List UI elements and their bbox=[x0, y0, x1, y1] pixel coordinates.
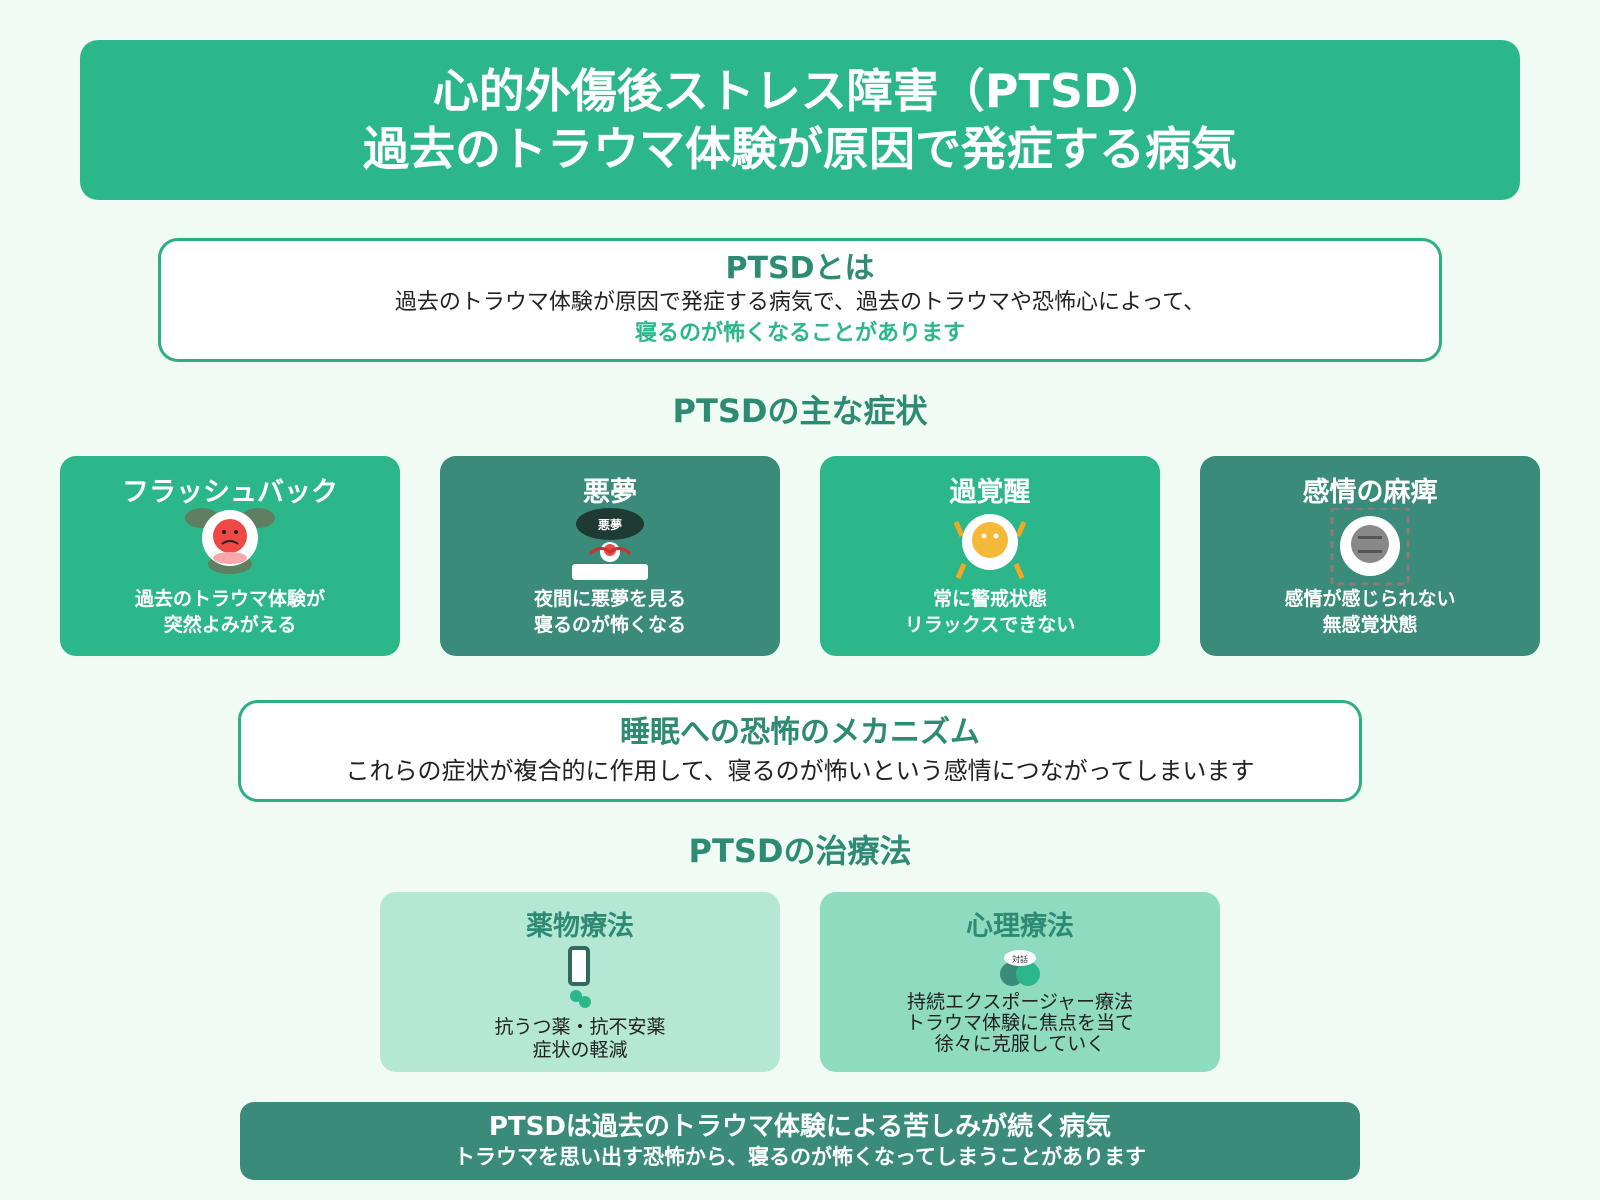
dialogue-icon-label: 対話 bbox=[1012, 954, 1028, 964]
symptom-line2: 無感覚状態 bbox=[1322, 614, 1418, 636]
dialogue-icon: 対話 bbox=[1000, 950, 1040, 986]
mechanism-text: これらの症状が複合的に作用して、寝るのが怖いという感情につながってしまいます bbox=[345, 757, 1255, 785]
symptom-title: 悪夢 bbox=[583, 477, 637, 508]
intro-box: PTSDとは 過去のトラウマ体験が原因で発症する病気で、過去のトラウマや恐怖心に… bbox=[158, 238, 1442, 362]
mechanism-heading: 睡眠への恐怖のメカニズム bbox=[620, 715, 980, 750]
symptom-line1: 夜間に悪夢を見る bbox=[533, 588, 686, 610]
summary-line2: トラウマを思い出す恐怖から、寝るのが怖くなってしまうことがあります bbox=[454, 1145, 1146, 1169]
intro-heading: PTSDとは bbox=[725, 251, 875, 286]
mechanism-box: 睡眠への恐怖のメカニズム これらの症状が複合的に作用して、寝るのが怖いという感情… bbox=[238, 700, 1362, 802]
treatment-card-psychotherapy: 心理療法 対話 持続エクスポージャー療法 トラウマ体験に焦点を当て 徐々に克服し… bbox=[820, 892, 1220, 1072]
treatment-line: 抗うつ薬・抗不安薬 bbox=[494, 1016, 666, 1038]
symptom-description: 常に警戒状態 リラックスできない bbox=[820, 586, 1160, 638]
symptom-card-nightmare: 悪夢 悪夢 夜間に悪夢を見る 寝るのが怖くなる bbox=[440, 456, 780, 656]
treatment-title: 心理療法 bbox=[966, 911, 1074, 942]
treatment-card-medication: 薬物療法 抗うつ薬・抗不安薬 症状の軽減 bbox=[380, 892, 780, 1072]
blank-face-icon bbox=[1330, 508, 1410, 586]
symptom-title: 感情の麻痺 bbox=[1302, 477, 1438, 508]
summary-banner: PTSDは過去のトラウマ体験による苦しみが続く病気 トラウマを思い出す恐怖から、… bbox=[240, 1102, 1360, 1180]
intro-highlight: 寝るのが怖くなることがあります bbox=[634, 321, 965, 346]
treatment-description: 持続エクスポージャー療法 トラウマ体験に焦点を当て 徐々に克服していく bbox=[820, 992, 1220, 1055]
title-banner: 心的外傷後ストレス障害（PTSD） 過去のトラウマ体験が原因で発症する病気 bbox=[80, 40, 1520, 200]
sad-face-icon bbox=[185, 508, 275, 574]
treatment-line: 症状の軽減 bbox=[532, 1039, 628, 1061]
symptom-description: 過去のトラウマ体験が 突然よみがえる bbox=[60, 586, 400, 638]
symptom-card-hyperarousal: 過覚醒 常に警戒状態 リラックスできない bbox=[820, 456, 1160, 656]
page-title-line1: 心的外傷後ストレス障害（PTSD） bbox=[432, 64, 1168, 118]
treatment-line: 持続エクスポージャー療法 bbox=[906, 991, 1134, 1013]
symptom-card-emotional-numbing: 感情の麻痺 感情が感じられない 無感覚状態 bbox=[1200, 456, 1540, 656]
treatment-title: 薬物療法 bbox=[526, 911, 634, 942]
symptom-line1: 感情が感じられない bbox=[1284, 588, 1456, 610]
treatment-line: トラウマ体験に焦点を当て bbox=[905, 1012, 1134, 1034]
symptoms-title: PTSDの主な症状 bbox=[672, 392, 928, 430]
intro-text: 過去のトラウマ体験が原因で発症する病気で、過去のトラウマや恐怖心によって、 bbox=[394, 290, 1206, 315]
symptom-line2: 突然よみがえる bbox=[163, 614, 297, 636]
symptom-title: 過覚醒 bbox=[949, 477, 1031, 508]
alert-face-icon bbox=[953, 514, 1027, 579]
symptom-line1: 常に警戒状態 bbox=[932, 588, 1047, 610]
treatment-line: 徐々に克服していく bbox=[934, 1033, 1106, 1055]
summary-line1: PTSDは過去のトラウマ体験による苦しみが続く病気 bbox=[488, 1112, 1112, 1142]
treatments-title: PTSDの治療法 bbox=[688, 832, 912, 870]
symptom-line2: 寝るのが怖くなる bbox=[533, 614, 686, 636]
medicine-icon bbox=[568, 946, 591, 1008]
symptom-title: フラッシュバック bbox=[122, 477, 338, 508]
symptom-card-flashback: フラッシュバック 過去のトラウマ体験が 突然よみがえる bbox=[60, 456, 400, 656]
nightmare-icon-label: 悪夢 bbox=[598, 517, 622, 532]
symptom-line2: リラックスできない bbox=[904, 614, 1076, 636]
symptom-line1: 過去のトラウマ体験が bbox=[134, 588, 325, 610]
symptom-description: 夜間に悪夢を見る 寝るのが怖くなる bbox=[440, 586, 780, 638]
page-title-line2: 過去のトラウマ体験が原因で発症する病気 bbox=[363, 122, 1237, 176]
symptom-description: 感情が感じられない 無感覚状態 bbox=[1200, 586, 1540, 638]
treatment-description: 抗うつ薬・抗不安薬 症状の軽減 bbox=[380, 1016, 780, 1062]
nightmare-icon: 悪夢 bbox=[572, 508, 648, 580]
